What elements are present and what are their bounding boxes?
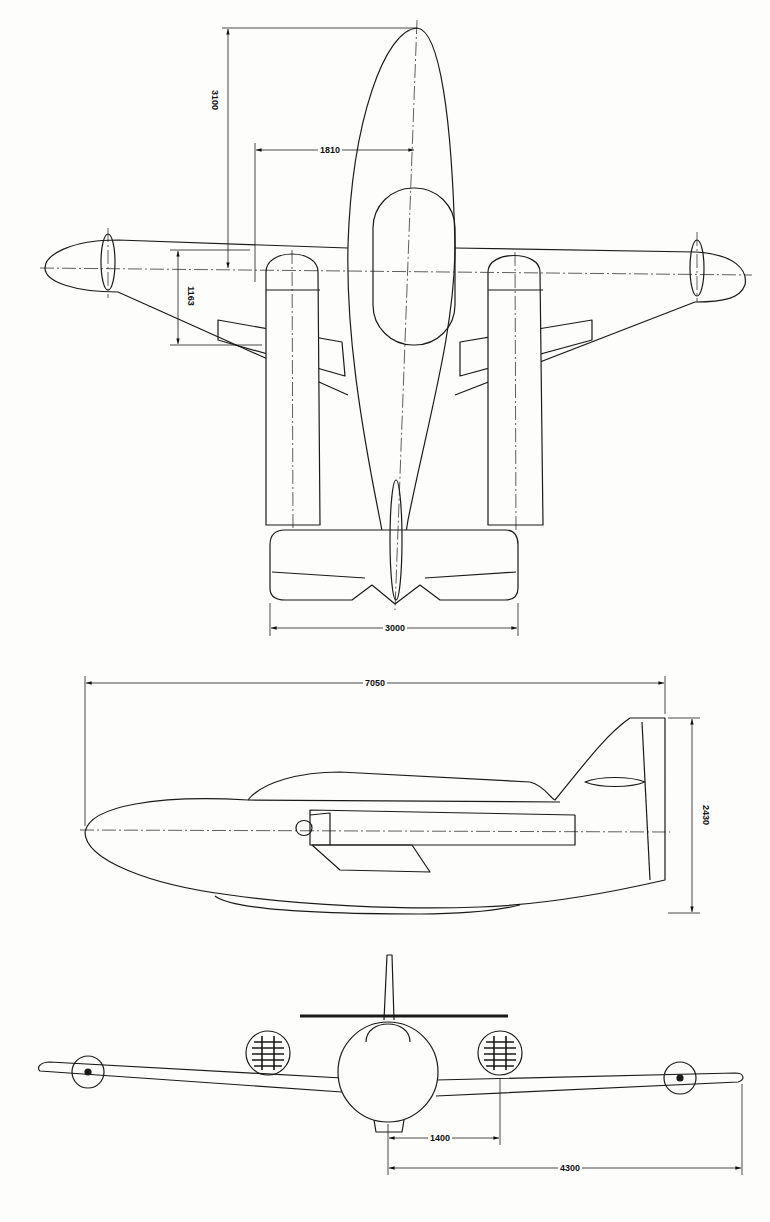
dimension-label: 1400 (428, 1133, 452, 1144)
canopy (373, 188, 455, 345)
center-line (292, 250, 516, 530)
fuselage-outline (85, 718, 665, 908)
ventral-fairing (374, 1120, 404, 1132)
side-view (80, 676, 700, 914)
dimension-line (228, 29, 229, 268)
fin (384, 955, 394, 1020)
center-line (40, 268, 752, 275)
dimension-label: 3100 (209, 88, 220, 112)
tip-pod-hub (85, 1069, 91, 1075)
tailplane (585, 778, 645, 787)
center-line (108, 228, 697, 302)
dimension-lines (388, 1078, 742, 1175)
top-view (40, 20, 752, 636)
dimension-label: 4300 (558, 1163, 582, 1174)
center-line (80, 830, 670, 832)
canopy-line (248, 800, 560, 802)
dimension-label: 2430 (700, 803, 711, 827)
tip-pod-hub (677, 1075, 683, 1081)
intake-grille (484, 1036, 516, 1070)
extension-line (388, 1078, 742, 1175)
engine-intake (478, 1031, 522, 1075)
dimension-lines (85, 676, 700, 913)
dimension-label: 3000 (383, 623, 407, 634)
fuselage-section (338, 1022, 438, 1122)
elevator-line (272, 572, 516, 578)
aircraft-three-view (38, 20, 752, 1175)
engine-intake (296, 813, 330, 845)
tailplane (300, 1015, 508, 1018)
canopy (366, 1024, 410, 1042)
dimension-line (692, 719, 693, 912)
dimension-lines (170, 28, 518, 636)
engine-intake (246, 1031, 290, 1075)
dimension-label: 1810 (318, 145, 342, 156)
tailplane (270, 530, 518, 604)
center-line (395, 20, 417, 610)
front-view (38, 955, 742, 1175)
center-line (40, 20, 752, 610)
engine-nacelle (310, 810, 575, 845)
wing-section (312, 845, 430, 872)
tip-pod (664, 1062, 696, 1094)
fuselage-outline (348, 28, 455, 602)
dimension-line (178, 251, 179, 344)
ventral-fairing (215, 896, 520, 914)
intake-grille (252, 1036, 284, 1070)
tip-pod (72, 1056, 104, 1088)
extension-line (170, 28, 518, 636)
fin-line (642, 722, 650, 880)
dimension-label: 7050 (363, 678, 387, 689)
dimension-label: 1163 (185, 284, 196, 308)
engine-nacelle (266, 254, 320, 525)
extension-line (85, 676, 700, 913)
